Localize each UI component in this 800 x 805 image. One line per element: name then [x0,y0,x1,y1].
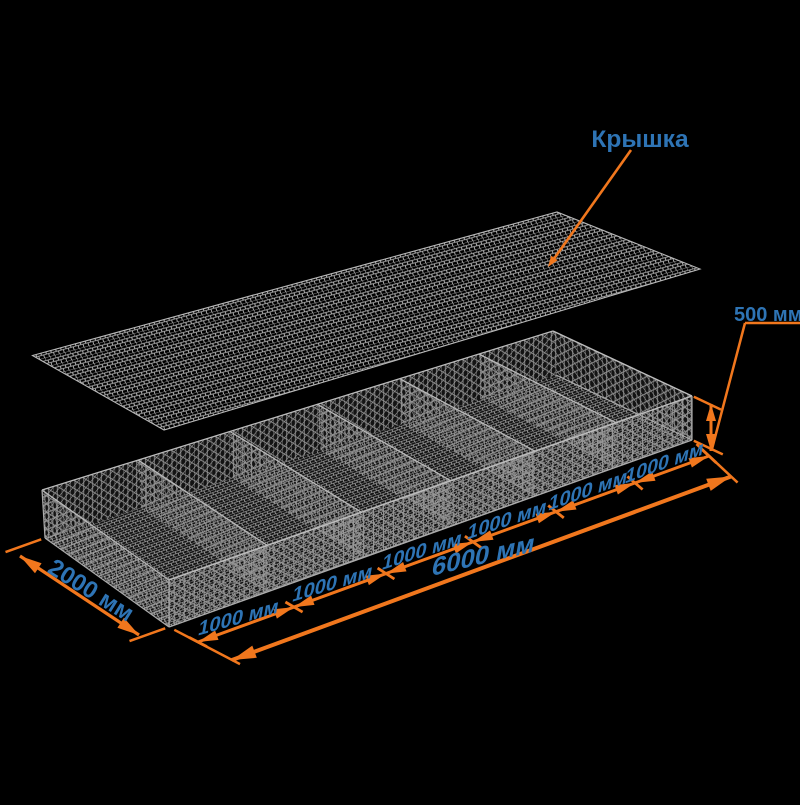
svg-text:500 мм: 500 мм [734,304,800,326]
svg-text:Крышка: Крышка [591,126,689,153]
